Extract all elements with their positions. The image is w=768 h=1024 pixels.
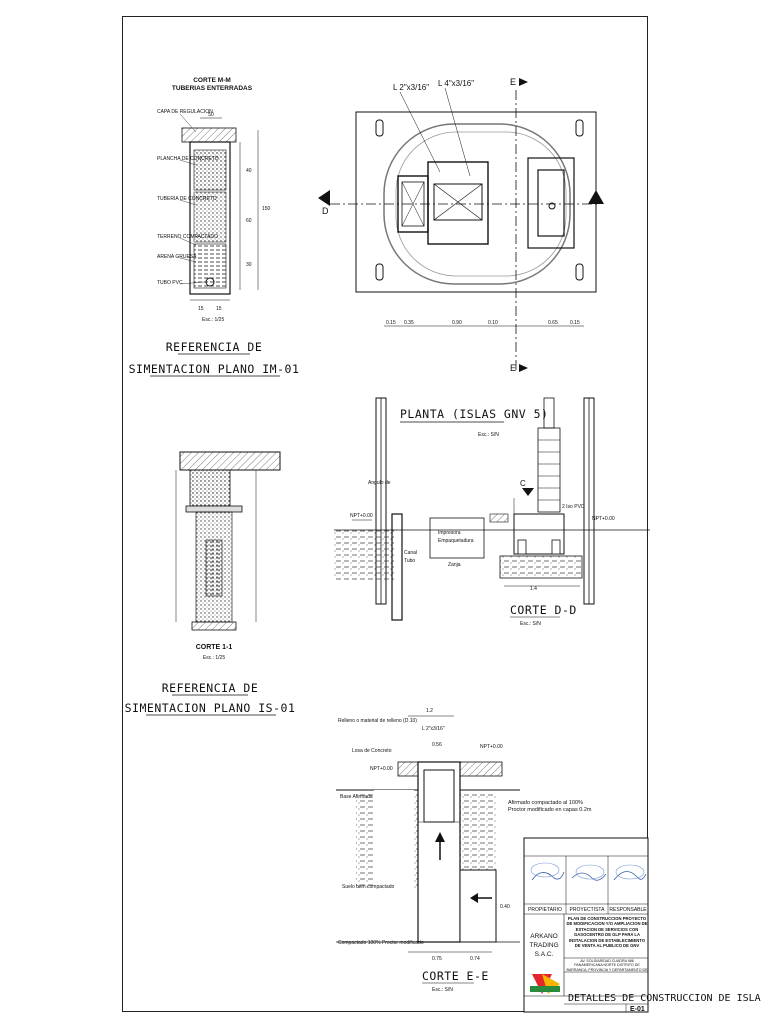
corte-ee-dim-b1: 0.75 <box>432 956 442 962</box>
corte-mm-label-5: TUBO PVC <box>157 280 183 286</box>
planta-mark-d: D <box>322 206 329 216</box>
corte-ee-label-compactado: Afirmado compactado al 100% Proctor modi… <box>508 800 592 813</box>
title-role-1: PROYECTISTA <box>570 907 606 913</box>
reference-is01: REFERENCIA DE SIMENTACION PLANO IS-01 <box>125 681 296 716</box>
corte-dd-label-impresora: Impresora <box>438 530 461 536</box>
corte-mm-section: CORTE M-M TUBERIAS ENTERRADAS 50 40 60 3… <box>157 77 271 323</box>
corte-mm-label-1: PLANCHA DE CONCRETO <box>157 156 219 162</box>
title-block: PROPIETARIO PROYECTISTA RESPONSABLE ARKA… <box>523 837 761 1013</box>
corte-ee-label-relleno: Relleno o material de relleno (D.10) <box>338 718 417 724</box>
planta-mark-e-top: E <box>510 77 516 87</box>
corte-mm-label-0: CAPA DE REGULACION <box>157 109 213 115</box>
corte-dd-label-empaque: Empaquetadura <box>438 538 474 544</box>
planta-angle-2: L 4"x3/16" <box>438 79 474 88</box>
corte-dd-label-dim: 1.4 <box>530 586 537 592</box>
project-location: AV. SOLIDARIDAD CUADRA 986 PANAMERICANA … <box>566 959 648 972</box>
drawing-sheet <box>122 16 648 1012</box>
company-line-2: TRADING <box>529 942 558 949</box>
corte-ee-dim-h: 0.40 <box>500 904 510 910</box>
planta-title: PLANTA (ISLAS GNV 5) <box>400 407 548 421</box>
corte-dd-label-npt1: NPT+0.00 <box>350 513 373 519</box>
sheet-title: DETALLES DE CONSTRUCCION DE ISLA <box>568 993 761 1004</box>
title-role-2: RESPONSABLE <box>609 907 647 913</box>
corte-dd-scale: Esc.: S/N <box>520 621 541 627</box>
planta-mark-e-bottom: E <box>510 363 516 373</box>
corte-ee-label-npt: NPT+0.00 <box>370 766 393 772</box>
corte-dd-title: CORTE D-D <box>510 603 577 617</box>
corte-11-title: CORTE 1-1 <box>196 644 233 651</box>
title-role-0: PROPIETARIO <box>528 907 562 913</box>
corte-ee-label-suelo: Suelo bien compactado <box>342 884 394 890</box>
corte-mm-label-3: TERRENO COMPACTADO <box>157 234 218 240</box>
corte-ee-scale: Esc.: S/N <box>432 987 453 993</box>
corte-ee-dim-w: 1.2 <box>426 708 433 714</box>
corte-ee-dim-inner: 0.56 <box>432 742 442 748</box>
corte-mm-label-2: TUBERIA DE CONCRETO <box>157 196 217 202</box>
corte-mm-title: CORTE M-M <box>193 77 231 84</box>
planta-dim-1: 0.35 <box>404 320 414 326</box>
corte-mm-dim-1: 40 <box>246 168 252 174</box>
company-line-1: ARKANO <box>530 933 557 940</box>
planta-scale: Esc.: S/N <box>478 432 499 438</box>
corte-ee-label-npt2: NPT+0.00 <box>480 744 503 750</box>
corte-ee-section: 1.2 L 2"x3/16" 0.56 0.75 0.74 0.40 Relle… <box>336 708 592 993</box>
corte-ee-title: CORTE E-E <box>422 969 489 983</box>
ref-im01-line1: REFERENCIA DE <box>166 340 263 354</box>
company-line-3: S.A.C. <box>535 951 554 958</box>
reference-im01: REFERENCIA DE SIMENTACION PLANO IM-01 <box>129 340 300 377</box>
project-description: PLAN DE CONSTRUCCION PROYECTO DE MODIFIC… <box>566 916 648 949</box>
corte-11-scale: Esc.: 1/25 <box>203 655 225 661</box>
planta-dim-2: 0.90 <box>452 320 462 326</box>
ref-is01-line1: REFERENCIA DE <box>162 681 259 695</box>
planta-dim-0: 0.15 <box>386 320 396 326</box>
corte-dd-label-canal: Canal <box>404 550 417 556</box>
corte-dd-label-pvc: 2 Iso PVC <box>562 504 585 510</box>
planta-section: D E E L 2"x3/16" L 4"x3/16" 0.15 0.35 0.… <box>318 77 604 373</box>
corte-mm-scale: Esc.: 1/25 <box>202 317 224 323</box>
corte-ee-label-comp: Compactado 100% Proctor modificado <box>338 940 424 946</box>
planta-dim-4: 0.65 <box>548 320 558 326</box>
sheet-number: E-01 <box>630 1006 645 1013</box>
corte-ee-dim-b2: 0.74 <box>470 956 480 962</box>
corte-dd-label-zanja: Zanja <box>448 562 461 568</box>
corte-ee-label-base: Base Afirmada <box>340 794 373 800</box>
corte-11-section: CORTE 1-1 Esc.: 1/25 <box>175 451 281 661</box>
corte-mm-dim-2: 60 <box>246 218 252 224</box>
corte-mm-dim-total: 150 <box>262 206 271 212</box>
corte-mm-label-4: ARENA GRUESA <box>157 254 197 260</box>
corte-dd-label-tubo: Tubo <box>404 558 415 564</box>
planta-angle-1: L 2"x3/16" <box>393 83 429 92</box>
corte-mm-subtitle: TUBERIAS ENTERRADAS <box>172 85 253 92</box>
corte-ee-angle: L 2"x3/16" <box>422 726 445 732</box>
planta-dim-3: 0.10 <box>488 320 498 326</box>
planta-dim-5: 0.15 <box>570 320 580 326</box>
corte-ee-label-losa: Losa de Concreto <box>352 748 392 754</box>
corte-dd-label-npt2: NPT+0.00 <box>592 516 615 522</box>
corte-mm-dim-3: 30 <box>246 262 252 268</box>
corte-dd-mark-c: C <box>520 479 526 488</box>
corte-mm-dim-b1: 15 <box>198 306 204 312</box>
ref-im01-line2: SIMENTACION PLANO IM-01 <box>129 362 300 376</box>
corte-dd-section: PLANTA (ISLAS GNV 5) Esc.: S/N C NPT+0.0… <box>334 397 650 627</box>
corte-mm-dim-top: 50 <box>208 112 214 118</box>
ref-is01-line2: SIMENTACION PLANO IS-01 <box>125 701 296 715</box>
corte-mm-dim-b2: 15 <box>216 306 222 312</box>
corte-dd-label-angulo: Angulo de <box>368 480 391 486</box>
